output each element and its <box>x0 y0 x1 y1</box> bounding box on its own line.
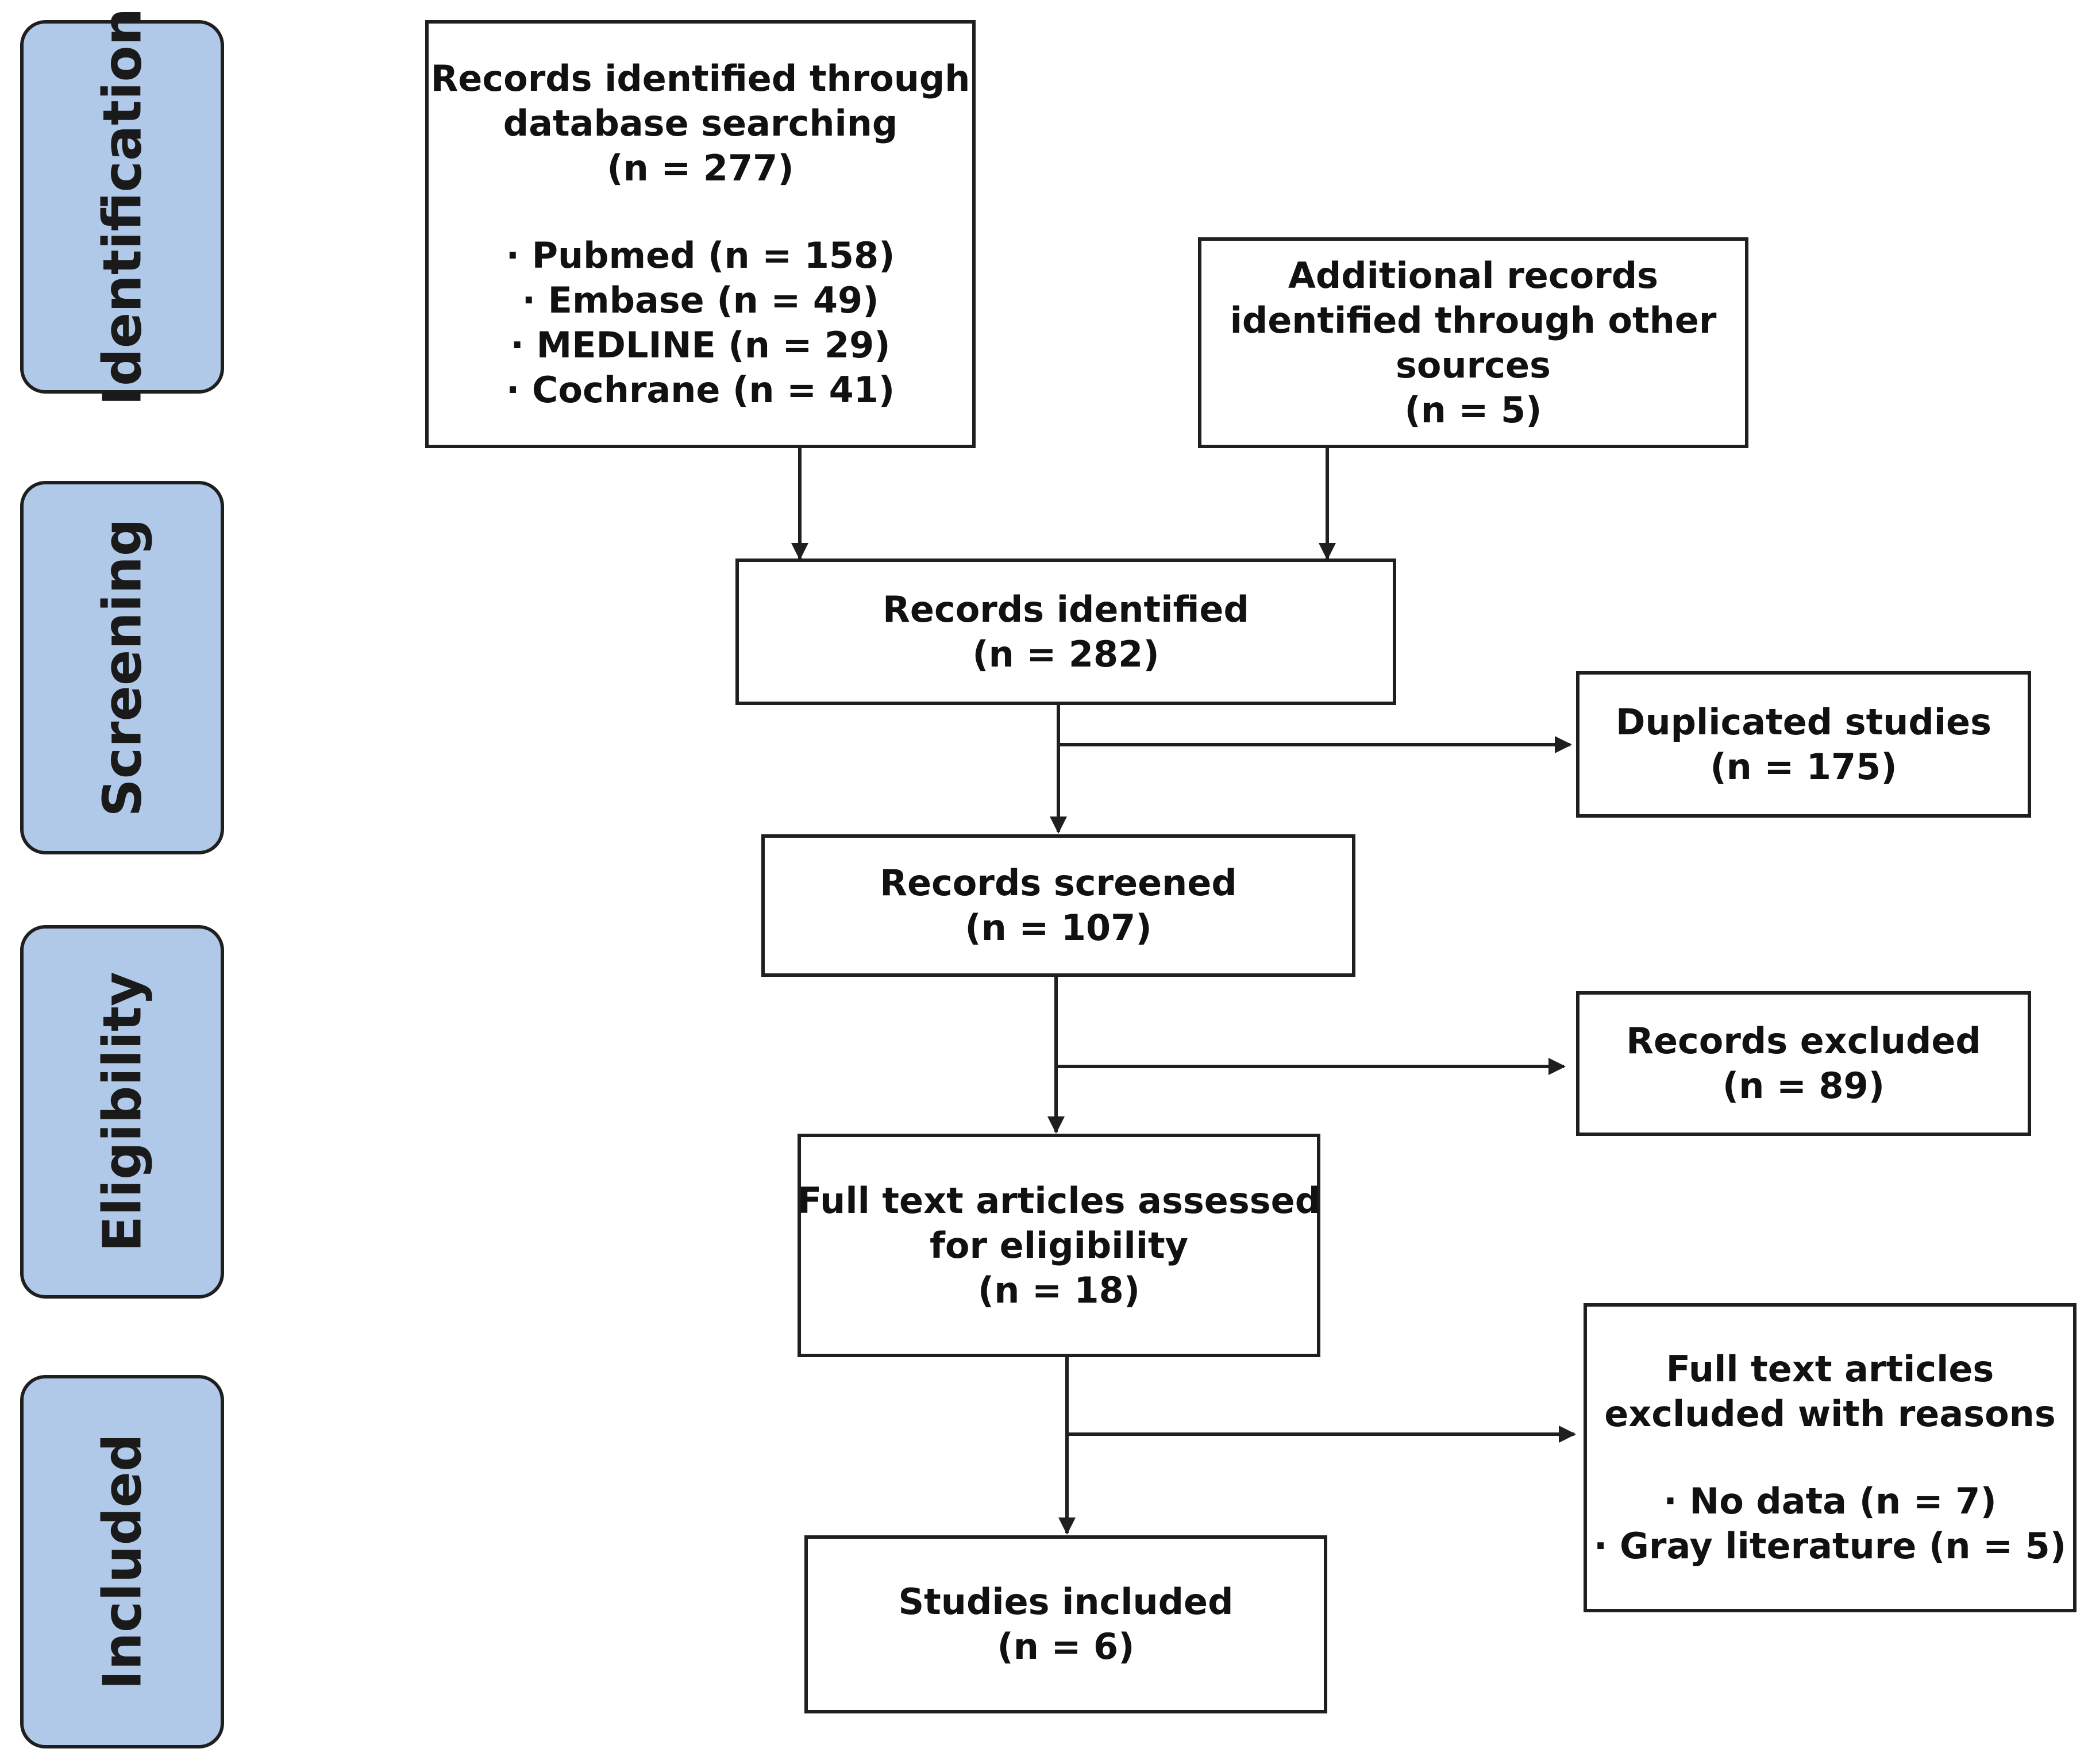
box-duplicated-studies: Duplicated studies (n = 175) <box>1576 671 2031 818</box>
source-cochrane: · Cochrane (n = 41) <box>506 368 895 411</box>
phase-screening: Screening <box>20 481 224 854</box>
full-text-excluded-title-1: Full text articles <box>1666 1348 1994 1390</box>
full-text-excluded-title-2: excluded with reasons <box>1604 1393 2056 1435</box>
source-pubmed: · Pubmed (n = 158) <box>506 234 895 276</box>
assessed-count: (n = 18) <box>977 1269 1141 1311</box>
source-medline: · MEDLINE (n = 29) <box>510 323 891 366</box>
reason-gray-literature: · Gray literature (n = 5) <box>1593 1525 2067 1567</box>
included-title: Studies included <box>898 1581 1234 1623</box>
other-sources-title-2: identified through other <box>1230 299 1717 341</box>
phase-included: Included <box>20 1375 224 1748</box>
box-full-text-assessed: Full text articles assessed for eligibil… <box>798 1134 1320 1357</box>
excluded-title: Records excluded <box>1626 1020 1981 1062</box>
other-sources-count: (n = 5) <box>1404 388 1542 431</box>
source-embase: · Embase (n = 49) <box>522 279 879 321</box>
reason-no-data: · No data (n = 7) <box>1663 1480 1997 1522</box>
box-records-excluded: Records excluded (n = 89) <box>1576 991 2031 1136</box>
database-search-count: (n = 277) <box>607 147 794 189</box>
records-identified-title: Records identified <box>883 588 1249 630</box>
screened-title: Records screened <box>880 862 1237 904</box>
duplicated-title: Duplicated studies <box>1616 700 1991 743</box>
screened-count: (n = 107) <box>965 907 1152 949</box>
records-identified-count: (n = 282) <box>972 633 1159 675</box>
database-search-title-2: database searching <box>503 102 898 144</box>
phase-eligibility: Eligibility <box>20 925 224 1299</box>
other-sources-title-1: Additional records <box>1288 254 1659 296</box>
box-other-sources: Additional records identified through ot… <box>1198 237 1748 448</box>
assessed-title-2: for eligibility <box>929 1224 1189 1266</box>
database-search-title-1: Records identified through <box>430 57 970 99</box>
phase-identification: Identification <box>20 8 224 406</box>
excluded-count: (n = 89) <box>1722 1065 1885 1107</box>
box-records-identified: Records identified (n = 282) <box>735 559 1396 705</box>
box-studies-included: Studies included (n = 6) <box>804 1535 1327 1713</box>
box-database-search: Records identified through database sear… <box>425 20 976 448</box>
box-records-screened: Records screened (n = 107) <box>761 834 1355 977</box>
duplicated-count: (n = 175) <box>1710 745 1897 788</box>
assessed-title-1: Full text articles assessed <box>797 1179 1321 1222</box>
other-sources-title-3: sources <box>1396 344 1551 386</box>
included-count: (n = 6) <box>997 1626 1135 1667</box>
box-full-text-excluded: Full text articles excluded with reasons… <box>1584 1303 2077 1612</box>
